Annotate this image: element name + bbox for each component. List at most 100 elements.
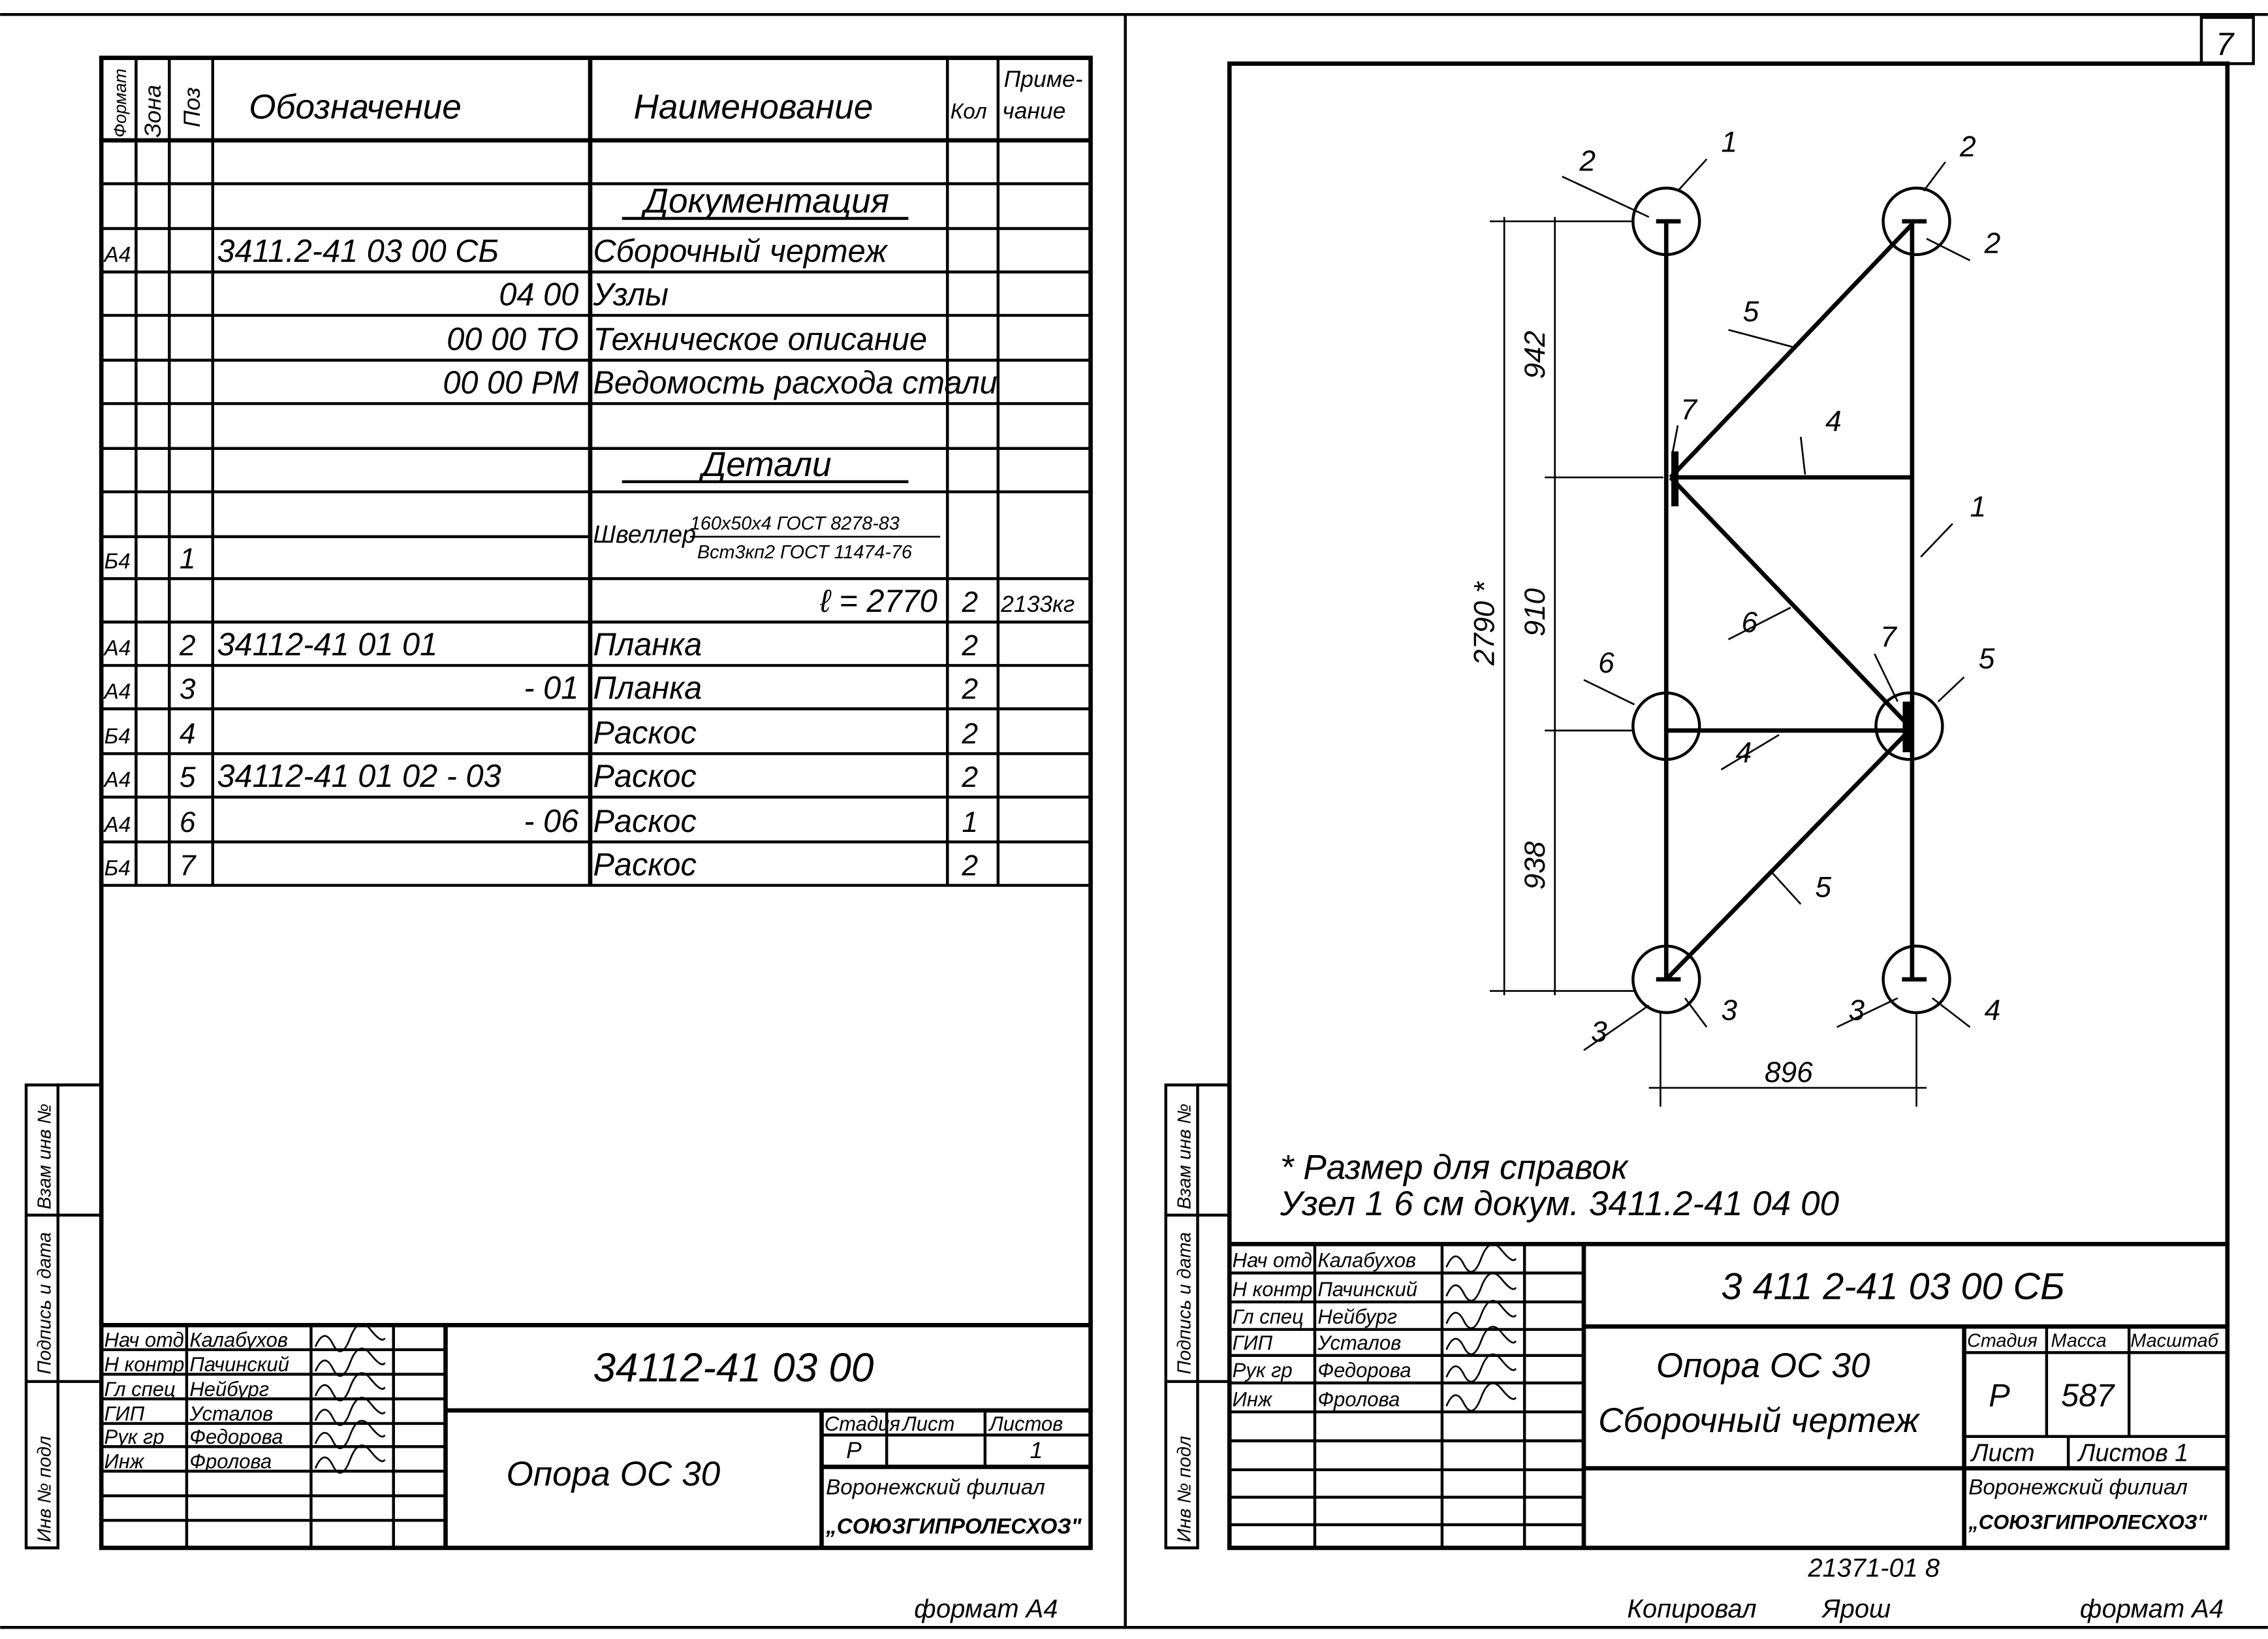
left-stage-label: Стадия bbox=[825, 1412, 900, 1435]
position-callout: 1 bbox=[1920, 491, 1986, 558]
cell-format: А4 bbox=[103, 243, 131, 267]
signature bbox=[314, 1323, 386, 1352]
spec-row: Детали bbox=[622, 445, 909, 484]
cell-position: 2 bbox=[179, 630, 196, 662]
cell-name: Швеллер bbox=[593, 520, 696, 548]
note-node-reference: Узел 1 6 см докум. 3411.2-41 04 00 bbox=[1280, 1185, 1840, 1223]
person-name: Федорова bbox=[1317, 1359, 1411, 1382]
callout-label: 1 bbox=[1970, 491, 1986, 523]
signature bbox=[314, 1372, 386, 1401]
left-sheets-label: Листов bbox=[988, 1412, 1063, 1435]
position-callout: 5 bbox=[1728, 296, 1794, 348]
right-mass-label: Масса bbox=[2051, 1330, 2107, 1351]
cell-designation: 00 00 РМ bbox=[443, 366, 578, 401]
cell-format: Б4 bbox=[104, 550, 131, 574]
callout-label: 7 bbox=[1680, 394, 1697, 426]
leader-line bbox=[1671, 425, 1679, 456]
right-title-1: Опора ОС 30 bbox=[1656, 1346, 1870, 1385]
section-heading: Детали bbox=[699, 445, 832, 484]
callout-label: 5 bbox=[1979, 643, 1995, 675]
signature bbox=[1445, 1353, 1517, 1383]
right-scale-label: Масштаб bbox=[2130, 1330, 2219, 1351]
position-callout: 2 bbox=[1926, 228, 2001, 261]
right-side-strip: Взам инв № Подпись и дата Инв № подл bbox=[1164, 1083, 1230, 1550]
truss-members bbox=[1656, 219, 1927, 982]
section-heading: Документация bbox=[641, 182, 890, 221]
person-name: Калабухов bbox=[189, 1328, 288, 1351]
signature bbox=[314, 1420, 386, 1450]
position-callout: 3 bbox=[1684, 995, 1737, 1028]
header-name: Наименование bbox=[633, 88, 873, 127]
cell-position: 1 bbox=[180, 543, 196, 575]
signature bbox=[1445, 1382, 1517, 1412]
dim-segment-2: 910 bbox=[1519, 588, 1551, 636]
left-format-note: формат А4 bbox=[914, 1595, 1058, 1623]
cell-format: А4 bbox=[103, 637, 131, 661]
signature bbox=[1445, 1326, 1517, 1356]
role-label: Нач отд bbox=[104, 1328, 184, 1351]
cell-designation: - 01 bbox=[524, 671, 578, 706]
side-label-signature: Подпись и дата bbox=[1174, 1232, 1195, 1375]
position-callout: 2 bbox=[1562, 145, 1650, 218]
callout-label: 6 bbox=[1598, 647, 1614, 679]
cell-position: 5 bbox=[180, 761, 196, 793]
right-designation: 3 411 2-41 03 00 СБ bbox=[1721, 1265, 2064, 1307]
left-designation: 34112-41 03 00 bbox=[593, 1346, 874, 1391]
leader-line bbox=[1932, 997, 1971, 1028]
note-reference-size: * Размер для справок bbox=[1280, 1149, 1629, 1187]
right-org-2: „СОЮЗГИПРОЛЕСХОЗ" bbox=[1968, 1511, 2207, 1534]
callout-label: 5 bbox=[1815, 872, 1831, 904]
right-sheet: 7 bbox=[1164, 16, 2255, 1623]
leader-line bbox=[1874, 653, 1898, 703]
copier-name: Ярош bbox=[1821, 1595, 1891, 1623]
callout-label: 2 bbox=[1579, 145, 1596, 177]
callout-label: 2 bbox=[1984, 228, 2001, 260]
cell-name: Раскос bbox=[593, 716, 696, 751]
callout-label: 1 bbox=[1721, 127, 1737, 159]
left-sheet-label: Лист bbox=[902, 1412, 955, 1435]
role-label: Рук гр bbox=[104, 1425, 165, 1448]
leader-line bbox=[1583, 679, 1635, 706]
cell-name: Ведомость расхода стали bbox=[593, 366, 997, 401]
cell-quantity: 2 bbox=[961, 761, 978, 793]
position-callout: 3 bbox=[1583, 1004, 1650, 1051]
left-org-1: Воронежский филиал bbox=[826, 1475, 1045, 1499]
sheet-number-box bbox=[2199, 16, 2255, 65]
dimension-lines bbox=[1489, 217, 1927, 1107]
right-sheet-label: Лист bbox=[1970, 1439, 2035, 1467]
cell-name: ℓ = 2770 bbox=[819, 584, 937, 619]
callout-label: 7 bbox=[1880, 621, 1897, 653]
role-label: Н контр bbox=[1233, 1278, 1313, 1301]
leader-line bbox=[1583, 1004, 1650, 1051]
header-note-2: чание bbox=[1002, 98, 1065, 124]
cell-designation: 00 00 ТО bbox=[447, 322, 578, 357]
callout-label: 4 bbox=[1825, 406, 1842, 438]
person-name: Фролова bbox=[189, 1450, 272, 1473]
position-callout: 5 bbox=[1771, 871, 1831, 905]
role-label: Гл спец bbox=[104, 1378, 176, 1401]
person-name: Калабухов bbox=[1317, 1249, 1416, 1272]
role-label: Инж bbox=[104, 1450, 145, 1473]
leader-line bbox=[1923, 161, 1946, 192]
cell-position: 6 bbox=[180, 806, 196, 838]
spec-table bbox=[101, 57, 1091, 887]
right-stage-label: Стадия bbox=[1967, 1330, 2038, 1351]
role-label: Н контр bbox=[104, 1353, 185, 1376]
role-label: Гл спец bbox=[1233, 1305, 1304, 1328]
role-label: Инж bbox=[1233, 1388, 1273, 1410]
header-zone: Зона bbox=[140, 85, 166, 138]
leader-line bbox=[1720, 734, 1780, 771]
leader-line bbox=[1771, 871, 1802, 905]
person-name: Пачинский bbox=[189, 1353, 289, 1376]
left-side-strip: Взам инв № Подпись и дата Инв № подл bbox=[24, 1083, 102, 1550]
cell-name: Раскос bbox=[593, 759, 696, 794]
cell-position: 3 bbox=[180, 673, 196, 705]
header-pos: Поз bbox=[179, 87, 205, 127]
leader-line bbox=[1920, 523, 1953, 558]
